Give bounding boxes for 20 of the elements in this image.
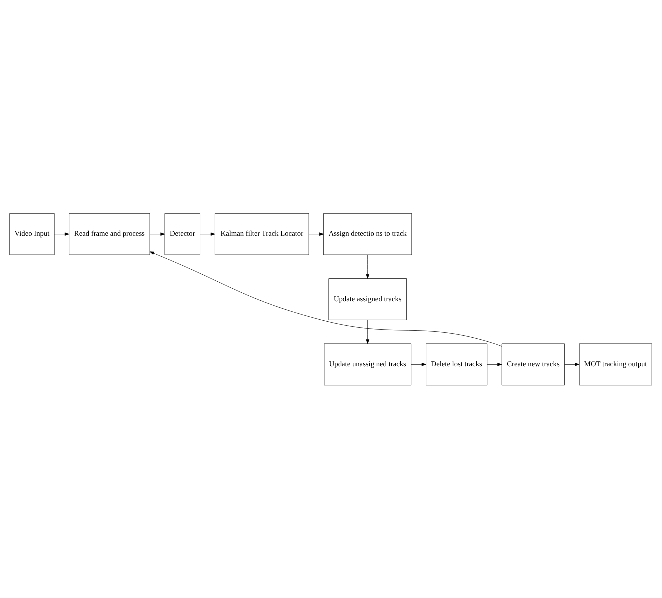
node-box: Assign detectio ns to track <box>324 212 412 255</box>
arrow <box>366 254 370 278</box>
node-box: Update unassig ned tracks <box>324 343 412 386</box>
arrow <box>54 232 70 236</box>
arrow <box>564 362 580 366</box>
node-box: Update assigned tracks <box>328 278 408 320</box>
node-box: Read frame and process <box>69 212 150 255</box>
arrow <box>487 362 502 366</box>
arrow <box>150 251 502 346</box>
arrow <box>308 232 324 236</box>
node-box: Create new tracks <box>502 343 566 386</box>
arrow <box>200 232 216 236</box>
node-box: Detector <box>164 212 200 255</box>
node-box: MOT tracking output <box>579 343 652 386</box>
arrow <box>366 320 370 344</box>
node-box: Kalman filter Track Locator <box>215 212 310 255</box>
node-box: Delete lost tracks <box>426 343 488 386</box>
node-box: Video Input <box>10 212 55 255</box>
arrow <box>150 232 166 236</box>
arrow <box>411 362 426 366</box>
